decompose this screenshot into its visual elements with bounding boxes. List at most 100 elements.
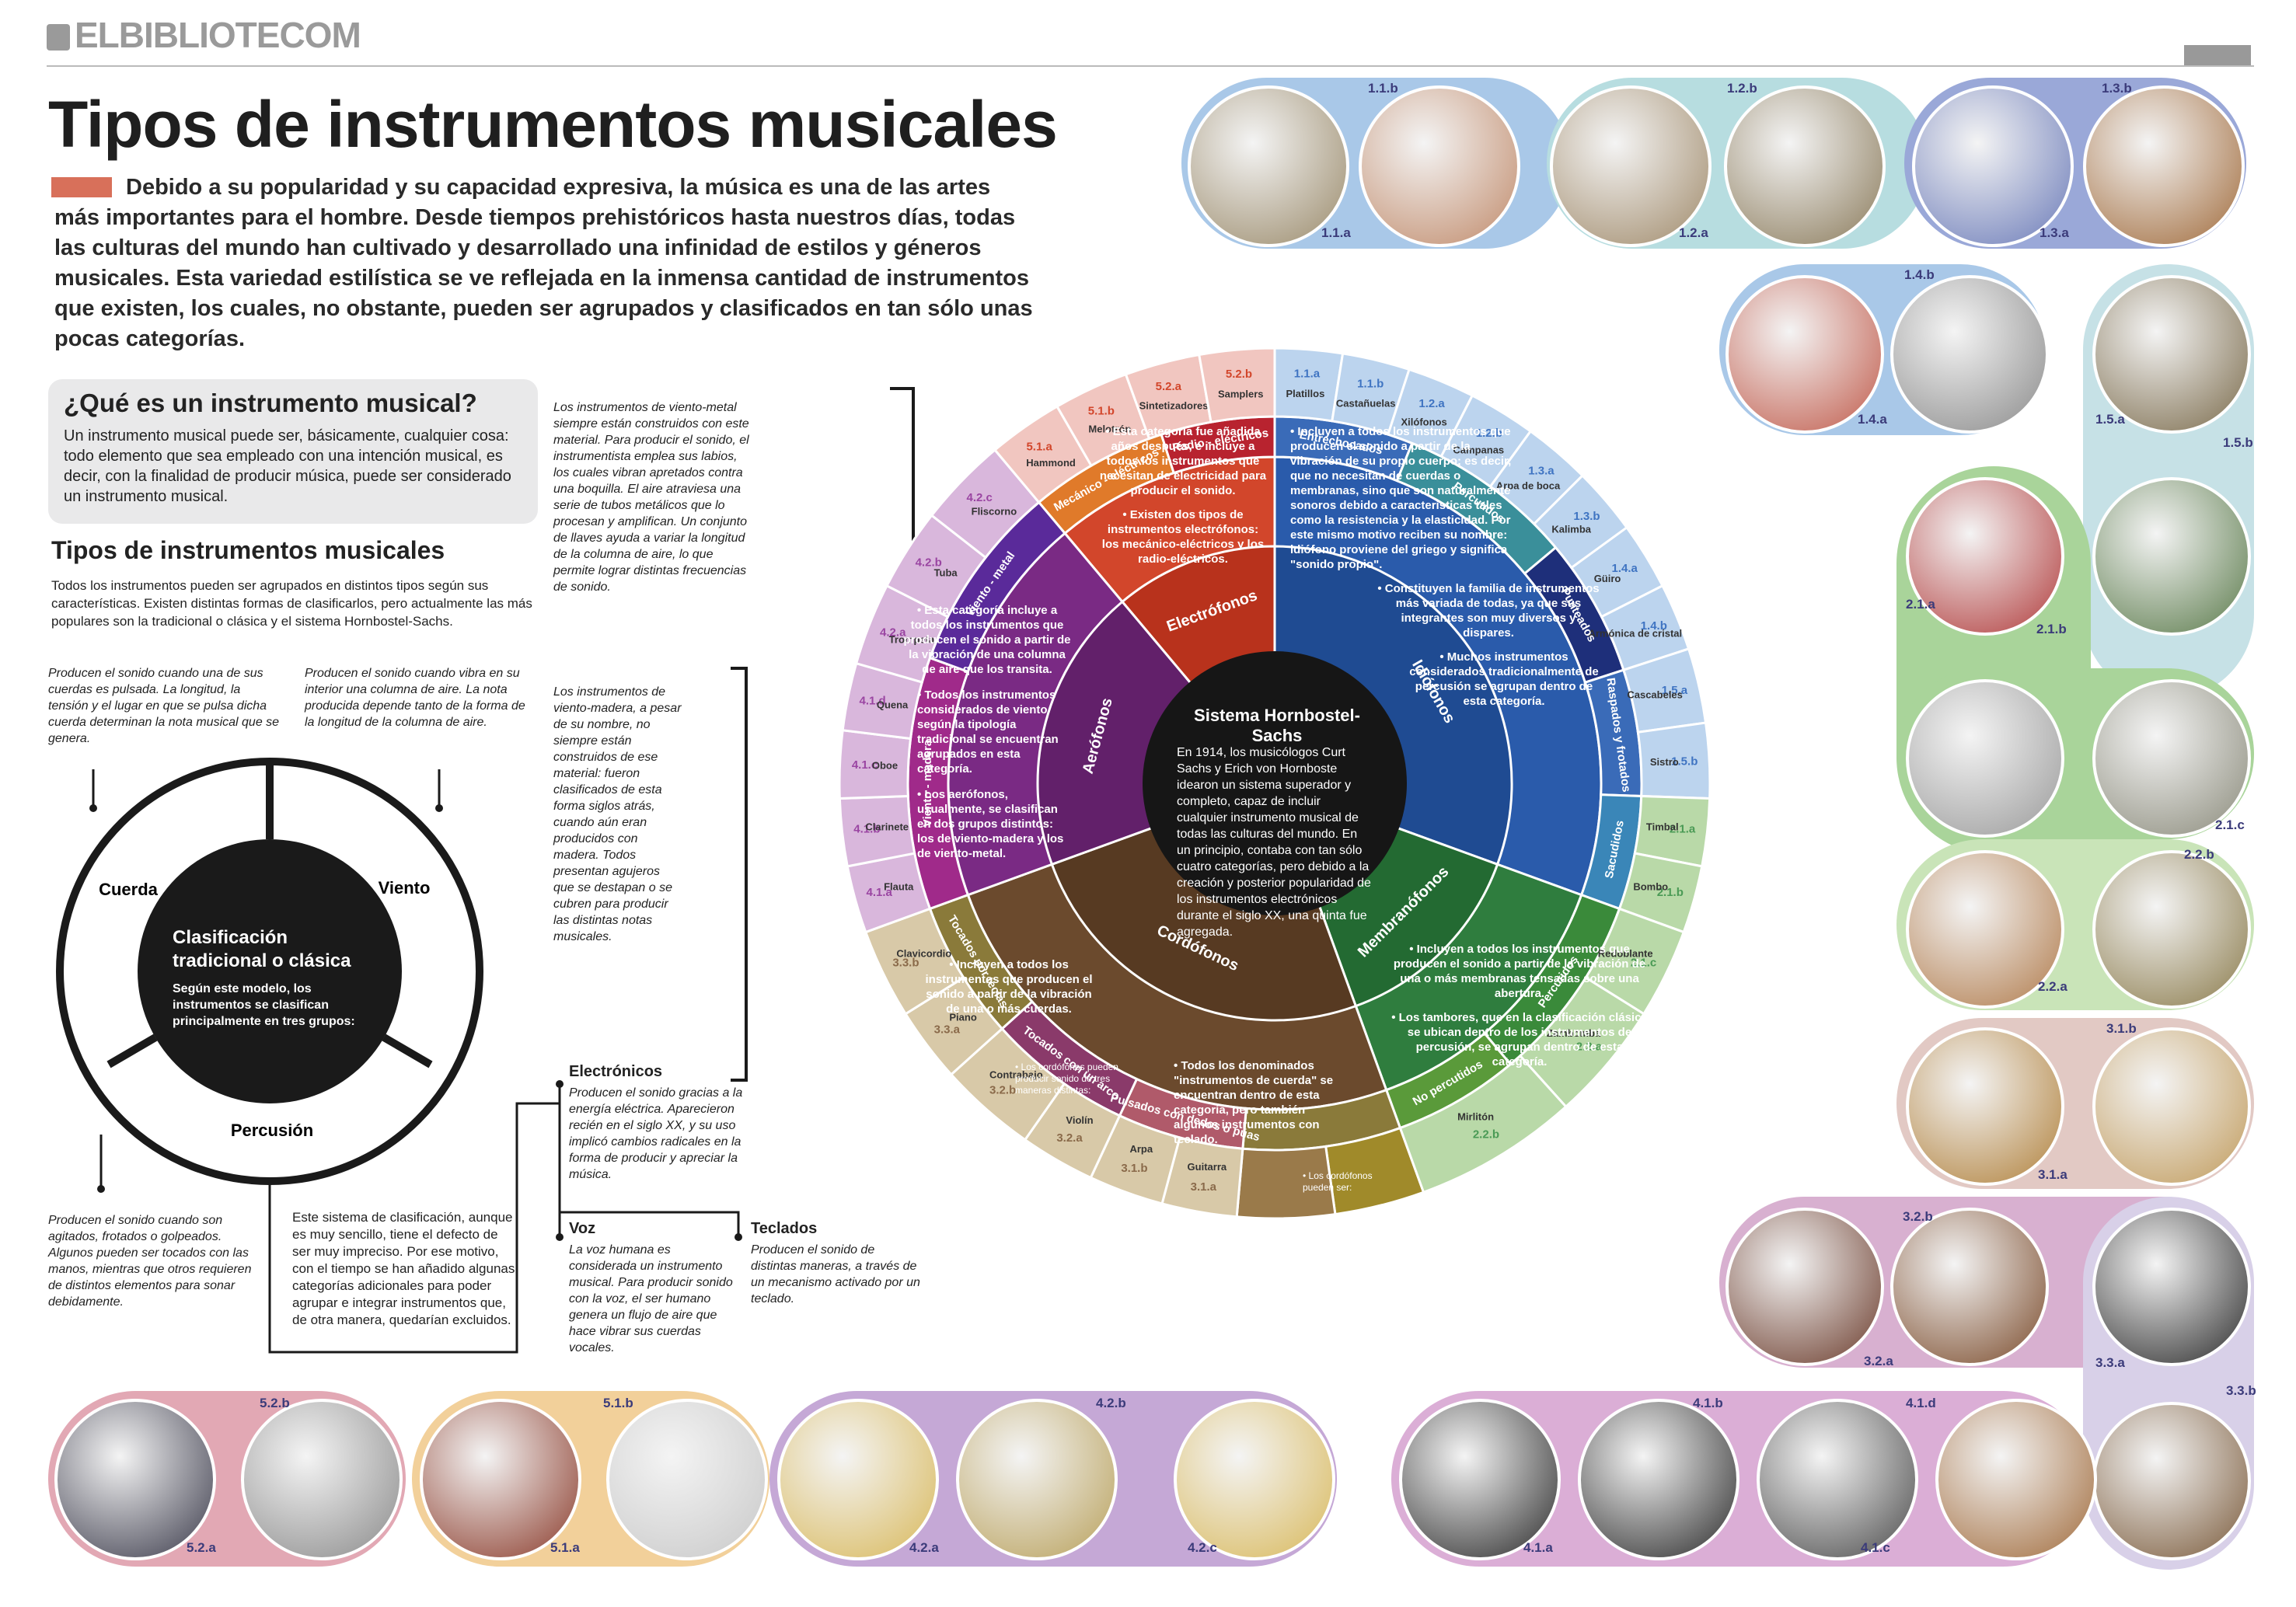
instrument-photo [2092,1402,2251,1560]
instrument-name: Platillos [1286,388,1324,399]
instrument-code: 4.2.c [967,491,993,504]
instrument-code: 3.3.a [934,1023,961,1037]
photo-code: 2.2.a [2038,979,2067,994]
instrument-name: Flauta [884,881,914,893]
classic-percusion-label: Percusión [231,1121,313,1140]
bracket-madera [731,667,748,1082]
connector-dot [435,804,443,812]
instrument-name: Timbal [1646,821,1679,832]
instrument-photo [2092,1208,2251,1366]
instrument-photo [2092,477,2251,636]
classic-center-text: Según este modelo, los instrumentos se c… [173,982,355,1028]
compuestos-title: Compuestos [1376,1267,1466,1283]
photo-code: 5.2.b [260,1396,290,1410]
photo-code: 3.2.b [1903,1209,1933,1224]
instrument-photo [2092,850,2251,1009]
simples-text: Sin caja de resonancia para producir son… [1284,1295,1357,1333]
instrument-name: Güiro [1594,573,1621,584]
instrument-code: 4.1.d [860,695,886,708]
instrument-code: 3.1.b [1121,1162,1147,1175]
instrument-name: Piano [949,1012,976,1023]
photo-code: 5.2.a [187,1540,216,1555]
instrument-code: 1.1.a [1294,368,1321,381]
instrument-photo [241,1399,403,1560]
classic-divider [106,1034,158,1068]
intro-text: Debido a su popularidad y su capacidad e… [54,175,1033,351]
top-tag [2184,45,2251,65]
instrument-photo [1188,85,1349,247]
photo-code: 5.1.b [603,1396,633,1410]
electronicos-title: Electrónicos [569,1063,663,1080]
photo-code: 2.1.a [1906,597,1935,612]
instrument-code: 5.1.b [1088,404,1115,417]
instrument-name: Arpa [1129,1143,1153,1155]
photo-code: 5.1.a [550,1540,580,1555]
instrument-code: 1.3.a [1528,464,1555,477]
instrument-name: Contrabajo [989,1068,1043,1080]
instrument-photo [1725,1208,1884,1366]
instrument-photo [1906,477,2064,636]
photo-code: 1.1.a [1321,225,1351,240]
connector-dot [735,1233,742,1241]
instrument-name: Cascabeles [1627,689,1683,701]
question-title: ¿Qué es un instrumento musical? [64,389,477,417]
instrument-photo [1724,85,1886,247]
instrument-name: Mirlitón [1457,1111,1494,1123]
note-system: Este sistema de clasificación, aunque es… [292,1210,515,1327]
photo-code: 4.1.d [1906,1396,1936,1410]
photo-code: 1.2.b [1727,81,1757,96]
instrument-code: 2.2.b [1473,1128,1499,1142]
logo-icon [47,24,70,51]
photo-code: 4.2.a [909,1540,939,1555]
instrument-photo [1935,1399,2097,1560]
photo-code: 2.2.b [2184,847,2214,862]
instrument-photo [1550,85,1712,247]
intro-marker [51,177,112,197]
subcategory-label: Viento - madera [921,739,934,827]
instrument-name: Guitarra [1188,1161,1227,1173]
page-title: Tipos de instrumentos musicales [48,88,1058,161]
instrument-name: Oboe [872,760,898,772]
instrument-code: 4.1.b [853,823,880,836]
photo-code: 4.1.b [1693,1396,1723,1410]
classic-center-title: Clasificación tradicional o clásica [173,927,351,971]
photo-code: 1.1.b [1368,81,1398,96]
photo-code: 4.1.a [1523,1540,1553,1555]
cordo-desc-2: • Todos los denominados "instrumentos de… [1174,1059,1334,1146]
instrument-code: 2.1.c [1631,956,1656,969]
electro-desc: • Esta categoría fue añadida años despué… [1099,425,1267,566]
membra-desc: • Incluyen a todos los instrumentos que … [1391,943,1648,1068]
instrument-name: Campanas [1453,444,1504,455]
instrument-photo [956,1399,1118,1560]
instrument-photo [1725,275,1884,434]
instrument-name: Sistro [1650,756,1679,768]
hs-center-title: Sistema Hornbostel-Sachs [1194,706,1360,745]
note-percusion: Producen el sonido cuando son agitados, … [48,1214,252,1309]
instrument-name: Quena [877,699,909,710]
instrument-code: 1.5.b [1671,755,1698,768]
classic-center [138,839,402,1103]
instrument-code: 5.2.a [1156,380,1182,393]
note-cuerda: Producen el sonido cuando una de sus cue… [48,667,280,745]
instrument-name: Castañuelas [1336,397,1396,409]
instrument-code: 5.2.b [1226,368,1252,381]
cordo-desc-4: • Los cordófonos pueden ser: [1303,1170,1373,1193]
photo-code: 4.2.b [1096,1396,1126,1410]
instrument-cell [1398,1054,1568,1194]
instrument-photo [1399,1399,1561,1560]
instrument-photo [1906,1027,2064,1186]
photo-code: 3.1.a [2038,1167,2067,1182]
classic-diagram: Cuerda Viento Percusión [56,387,915,1354]
simples-title: Simples [1284,1274,1341,1291]
instrument-photo [420,1399,581,1560]
types-title: Tipos de instrumentos musicales [51,536,445,564]
instrument-photo [2092,679,2251,838]
instrument-photo [1906,850,2064,1009]
classic-viento-label: Viento [379,878,431,898]
hs-center [1143,651,1407,915]
teclados-text: Producen el sonido de distintas maneras,… [751,1243,920,1305]
photo-code: 3.2.a [1864,1354,1893,1368]
photo-code: 2.1.b [2036,622,2067,636]
connector-dot [89,804,97,812]
note-viento: Producen el sonido cuando vibra en su in… [305,667,525,729]
